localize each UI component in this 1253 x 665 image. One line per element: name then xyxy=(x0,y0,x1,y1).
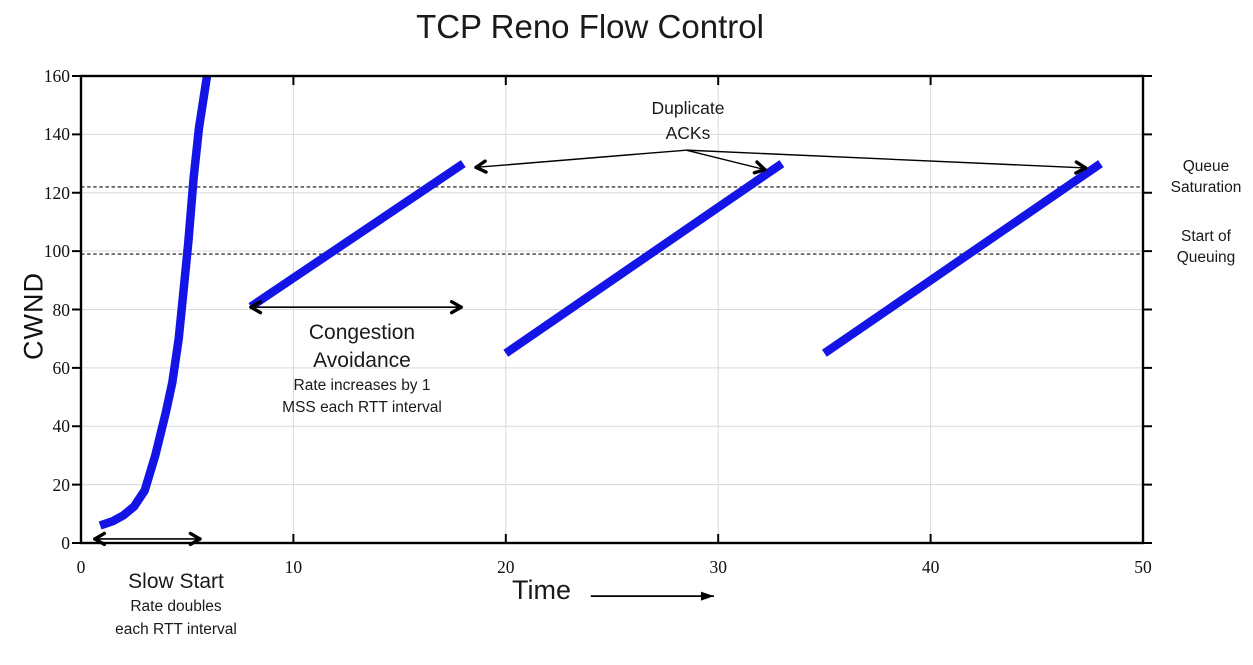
slow-start-line2: Rate doubles xyxy=(130,598,222,615)
arrowhead xyxy=(755,160,767,172)
queue-saturation-line1: Queue xyxy=(1182,158,1230,175)
y-tick-label: 100 xyxy=(43,241,70,262)
congestion-avoidance-ramp-3 xyxy=(821,160,1103,357)
y-tick-label: 0 xyxy=(61,533,70,553)
duplicate-acks-line2: ACKs xyxy=(665,123,711,143)
slow-start-line1: Slow Start xyxy=(128,570,224,593)
queue-saturation-label: Queue Saturation xyxy=(1156,157,1253,198)
congestion-avoidance-line3: Rate increases by 1 xyxy=(293,377,431,394)
arrowhead xyxy=(93,537,107,547)
congestion-avoidance-line2: Avoidance xyxy=(313,349,411,372)
y-tick-label: 140 xyxy=(43,124,70,145)
slow-start-annotation: Slow Start Rate doubles each RTT interva… xyxy=(66,568,286,641)
arrowhead xyxy=(474,165,488,174)
dup-ack-arrow-left xyxy=(476,149,687,169)
congestion-avoidance-line1: Congestion xyxy=(308,321,416,344)
start-of-queuing-label: Start of Queuing xyxy=(1156,227,1253,268)
congestion-avoidance-ramp-1 xyxy=(248,160,466,311)
x-tick-label: 10 xyxy=(284,557,303,577)
slow-start-curve xyxy=(98,75,212,530)
x-axis-label: Time xyxy=(512,575,571,605)
x-tick-label: 50 xyxy=(1134,557,1152,577)
y-tick-label: 20 xyxy=(52,474,71,495)
congestion-avoidance-line4: MSS each RTT interval xyxy=(282,399,442,416)
start-of-queuing-line2: Queuing xyxy=(1176,248,1236,266)
start-of-queuing-line1: Start of xyxy=(1181,228,1231,245)
y-tick-label: 160 xyxy=(43,66,70,86)
x-tick-label: 30 xyxy=(709,557,727,577)
arrowhead xyxy=(700,591,714,601)
x-tick-label: 0 xyxy=(76,557,86,577)
x-tick-label: 20 xyxy=(497,557,515,577)
dup-ack-arrow-right xyxy=(686,149,1086,169)
dup-ack-arrow-middle xyxy=(686,149,766,171)
x-tick-label: 40 xyxy=(921,557,940,577)
duplicate-acks-annotation: Duplicate ACKs xyxy=(608,96,768,146)
y-tick-label: 60 xyxy=(52,357,71,378)
y-tick-label: 80 xyxy=(52,299,71,320)
duplicate-acks-line1: Duplicate xyxy=(651,98,725,118)
arrowhead xyxy=(188,531,202,541)
congestion-avoidance-ramp-2 xyxy=(503,160,785,357)
y-tick-label: 40 xyxy=(52,416,71,437)
y-tick-label: 120 xyxy=(43,182,70,203)
congestion-avoidance-annotation: Congestion Avoidance Rate increases by 1… xyxy=(244,319,480,419)
arrowhead xyxy=(249,305,263,315)
arrowhead xyxy=(449,299,463,309)
chart-title: TCP Reno Flow Control xyxy=(416,8,764,45)
arrowhead xyxy=(1074,160,1088,170)
slow-start-line3: each RTT interval xyxy=(115,621,237,638)
queue-saturation-line2: Saturation xyxy=(1170,178,1242,196)
